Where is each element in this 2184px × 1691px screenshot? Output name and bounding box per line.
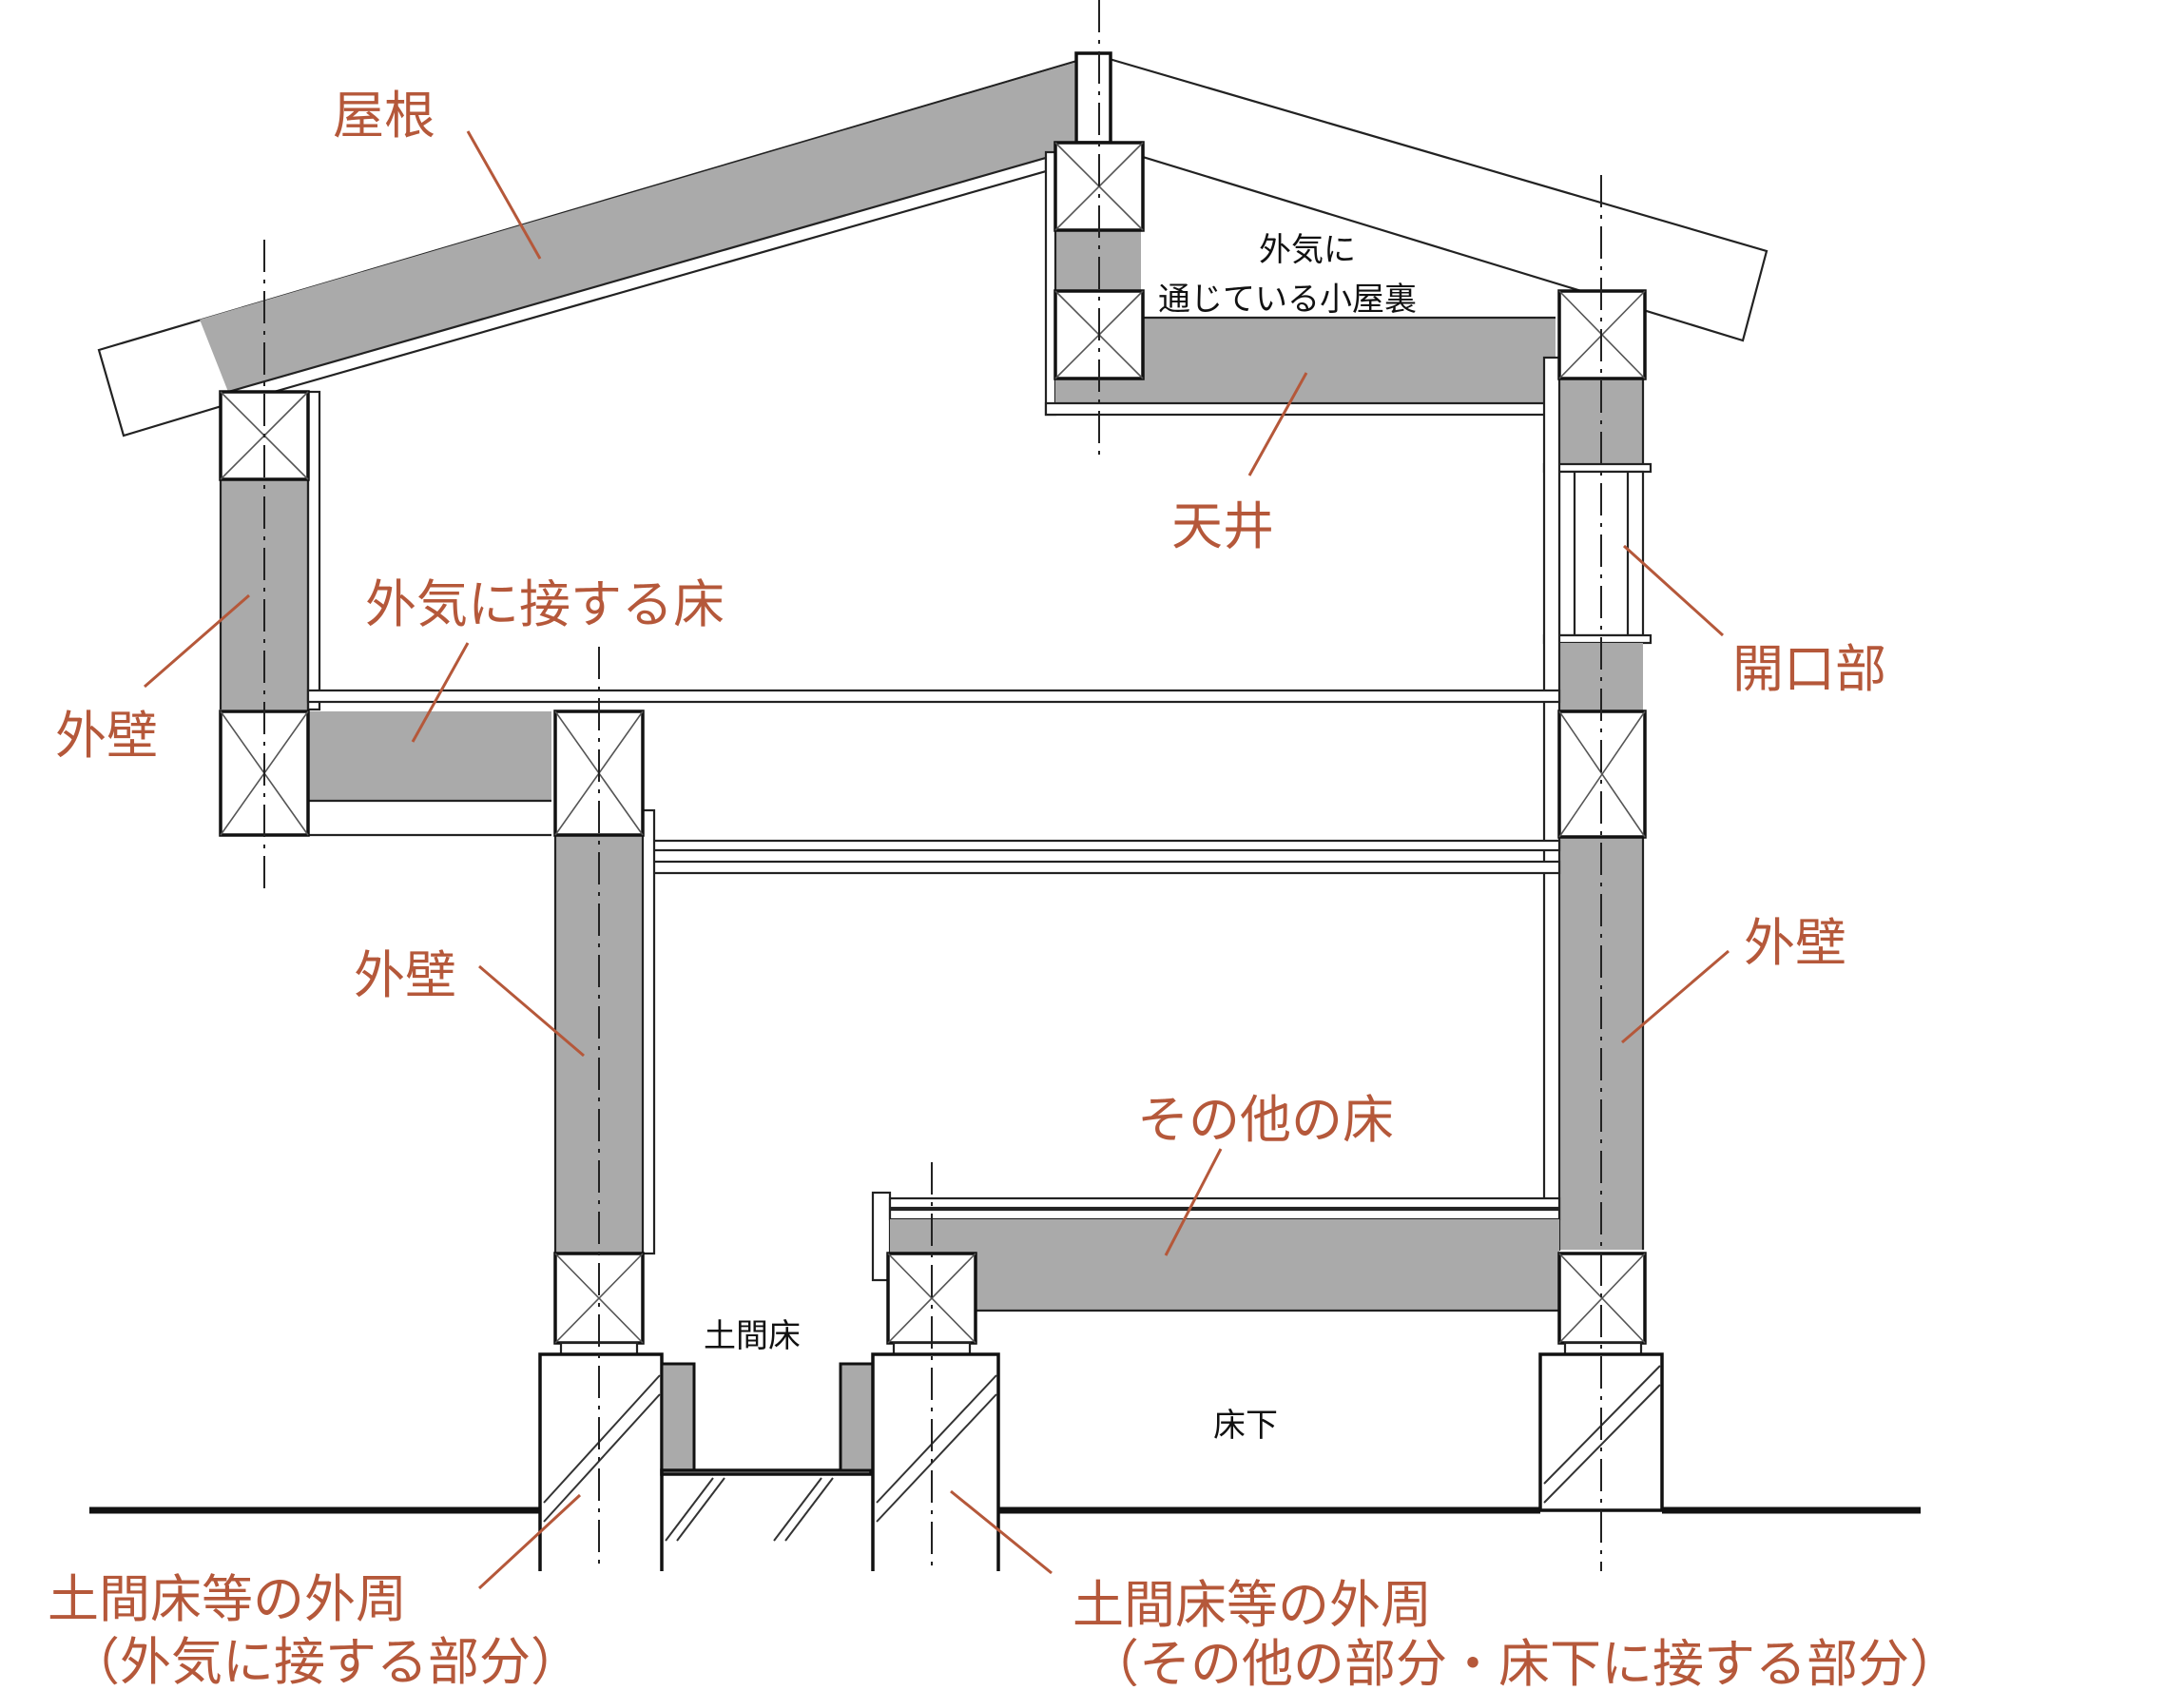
label-perimeter-left-1: 土間床等の外周 — [48, 1569, 407, 1629]
label-wall-middle: 外壁 — [354, 945, 456, 1005]
second-floor — [306, 689, 1561, 875]
foundations — [538, 1352, 1664, 1571]
label-floor-other: その他の床 — [1137, 1090, 1394, 1150]
middle-wall — [553, 808, 656, 1255]
label-wall-upper-left: 外壁 — [55, 706, 158, 766]
label-perimeter-left-2: （外気に接する部分） — [68, 1632, 582, 1686]
label-floor-exposed: 外気に接する床 — [365, 574, 725, 634]
center-lines — [263, 0, 1602, 1571]
note-attic-line1: 外気に — [1259, 231, 1356, 269]
label-perimeter-right-1: 土間床等の外周 — [1073, 1575, 1432, 1635]
ground-floor — [871, 1191, 1561, 1312]
label-ceiling: 天井 — [1171, 496, 1274, 556]
note-underfloor: 床下 — [1213, 1407, 1278, 1445]
label-perimeter-right-2: （その他の部分・床下に接する部分） — [1088, 1634, 1961, 1686]
leader-lines — [144, 130, 1730, 1590]
label-opening: 開口部 — [1732, 639, 1886, 699]
label-wall-right: 外壁 — [1744, 913, 1846, 973]
note-earth-floor: 土間床 — [704, 1317, 801, 1355]
note-attic-line2: 通じている小屋裏 — [1158, 281, 1417, 319]
label-roof: 屋根 — [333, 86, 435, 146]
roof-assembly — [97, 51, 1768, 437]
space-notes: 外気に 通じている小屋裏 土間床 床下 — [704, 231, 1417, 1445]
component-labels: 屋根 天井 開口部 外壁 外気に接する床 外壁 外壁 その他の床 土間床等の外周… — [48, 86, 1961, 1691]
